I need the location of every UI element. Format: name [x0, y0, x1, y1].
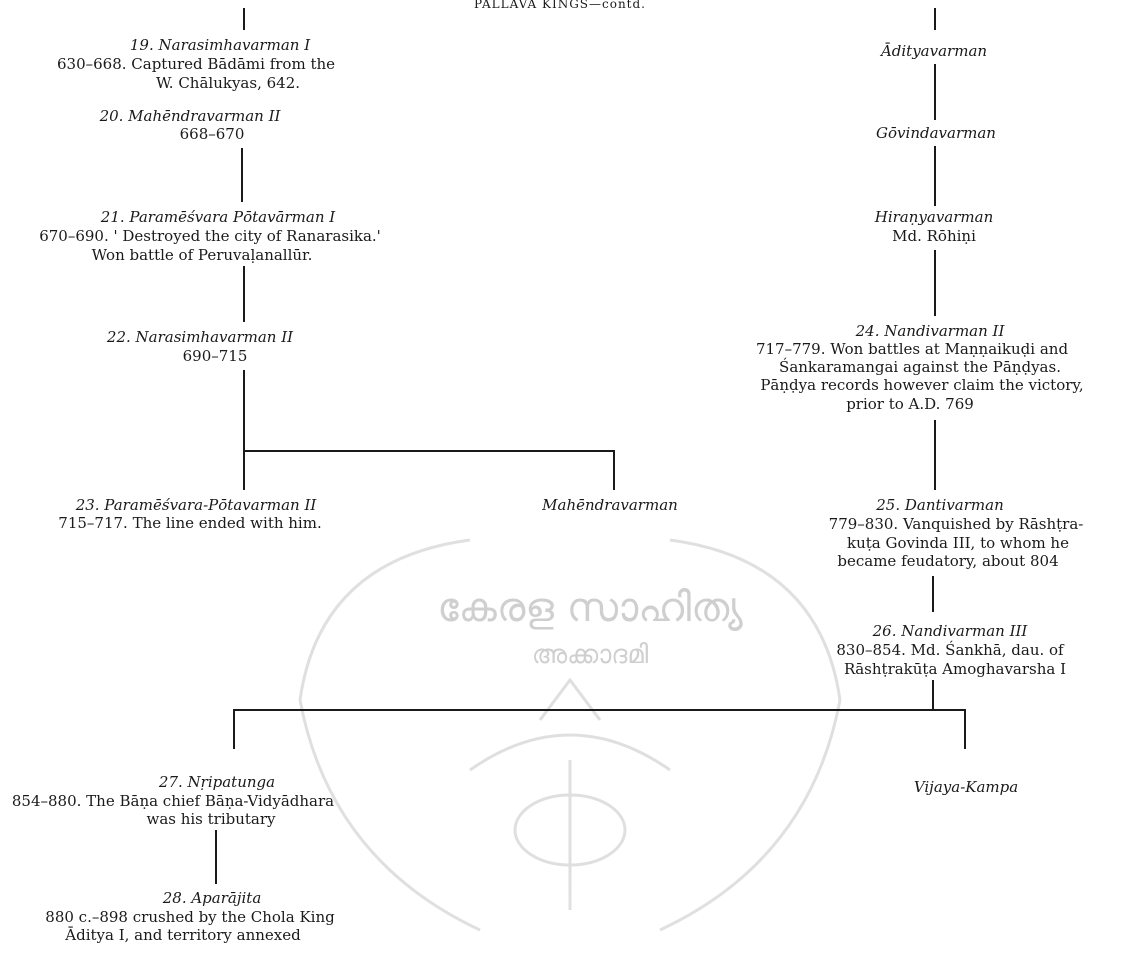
- king-name: 19. Narasimhavarman I: [129, 36, 311, 54]
- connector-line: [934, 64, 936, 120]
- king-name: Hiraṇyavarman: [874, 208, 994, 226]
- marriage-note: Md. Rōhiṇi: [892, 227, 976, 245]
- king-description: Won battle of Peruvaḷanallūr.: [91, 246, 313, 264]
- connector-line: [233, 709, 235, 749]
- king-name: 23. Paramēśvara-Pōtavarman II: [75, 496, 317, 514]
- king-name: 28. Aparājita: [162, 889, 262, 907]
- connector-line: [613, 450, 615, 490]
- watermark-text-bottom: അക്കാദമി: [531, 640, 649, 670]
- connector-line: [241, 148, 243, 202]
- king-description: 717–779. Won battles at Maṇṇaikuḍi and: [755, 340, 1069, 358]
- king-name: 20. Mahēndravarman II: [99, 107, 281, 125]
- connector-line: [243, 370, 245, 452]
- king-description: 880 c.–898 crushed by the Chola King: [45, 908, 335, 926]
- king-description: Rāshṭrakūṭa Amoghavarsha I: [843, 660, 1067, 678]
- king-description: prior to A.D. 769: [846, 395, 974, 413]
- king-name: 27. Nṛipatunga: [158, 773, 276, 791]
- king-description: was his tributary: [146, 810, 276, 828]
- king-name: 25. Dantivarman: [876, 496, 1004, 514]
- king-description: 779–830. Vanquished by Rāshṭra-: [828, 515, 1084, 533]
- connector-line: [934, 420, 936, 490]
- connector-line: [934, 8, 936, 30]
- king-description: kuṭa Govinda III, to whom he: [847, 534, 1069, 552]
- king-description: W. Chālukyas, 642.: [155, 74, 301, 92]
- king-name: Gōvindavarman: [876, 124, 996, 142]
- connector-line: [233, 709, 966, 711]
- connector-line: [243, 450, 245, 490]
- king-description: 715–717. The line ended with him.: [58, 514, 322, 532]
- king-description: Āditya I, and territory annexed: [65, 926, 301, 944]
- king-description: Pāṇḍya records however claim the victory…: [760, 376, 1084, 394]
- connector-line: [243, 266, 245, 322]
- connector-line: [932, 576, 934, 612]
- king-description: 670–690. ' Destroyed the city of Ranaras…: [39, 227, 381, 245]
- king-name: 26. Nandivarman III: [872, 622, 1028, 640]
- connector-line: [243, 8, 245, 30]
- connector-line: [934, 250, 936, 316]
- king-name: 22. Narasimhavarman II: [106, 328, 294, 346]
- king-name: 21. Paramēśvara Pōtavārman I: [100, 208, 336, 226]
- connector-line: [932, 680, 934, 710]
- king-name: 24. Nandivarman II: [855, 322, 1005, 340]
- king-name: Vijaya-Kampa: [913, 778, 1019, 796]
- king-description: 630–668. Captured Bādāmi from the: [56, 55, 336, 73]
- king-description: Śankaramangai against the Pāṇḍyas.: [779, 358, 1061, 376]
- page-header: PALLAVA KINGS—contd.: [474, 0, 646, 11]
- king-name: Mahēndravarman: [542, 496, 678, 514]
- king-description: 830–854. Md. Śankhā, dau. of: [836, 641, 1064, 659]
- king-name: Ādityavarman: [880, 42, 988, 60]
- king-dates: 668–670: [179, 125, 245, 143]
- watermark-text-top: കേരള സാഹിത്യ: [437, 585, 743, 631]
- connector-line: [934, 146, 936, 206]
- king-dates: 690–715: [182, 347, 248, 365]
- king-description: 854–880. The Bāṇa chief Bāṇa-Vidyādhara: [11, 792, 335, 810]
- king-description: became feudatory, about 804: [837, 552, 1059, 570]
- connector-line: [243, 450, 615, 452]
- connector-line: [964, 709, 966, 749]
- connector-line: [215, 830, 217, 884]
